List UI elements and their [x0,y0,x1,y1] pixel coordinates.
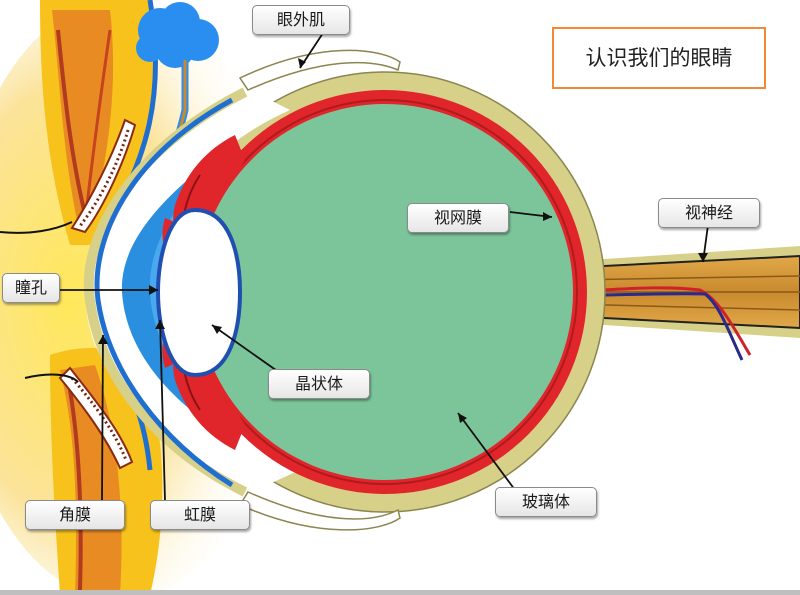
page-title: 认识我们的眼睛 [552,27,766,89]
leader-arrowheads [98,58,708,423]
frame-border [0,590,800,595]
label-retina: 视网膜 [407,203,509,233]
vitreous-body [197,104,573,480]
lacrimal-gland [136,2,219,202]
label-extraocular-muscle: 眼外肌 [252,5,350,35]
label-pupil: 瞳孔 [2,273,60,303]
lens [155,207,243,378]
cornea [83,87,300,497]
label-iris: 虹膜 [150,500,250,530]
label-cornea: 角膜 [25,500,125,530]
upper-eyelid [40,0,159,245]
label-lens: 晶状体 [268,369,370,399]
extraocular-muscle-lower [238,491,401,531]
label-vitreous-body: 玻璃体 [495,487,597,517]
optic-nerve [560,246,800,361]
label-optic-nerve: 视神经 [658,198,760,228]
extraocular-muscle-upper [238,49,401,91]
